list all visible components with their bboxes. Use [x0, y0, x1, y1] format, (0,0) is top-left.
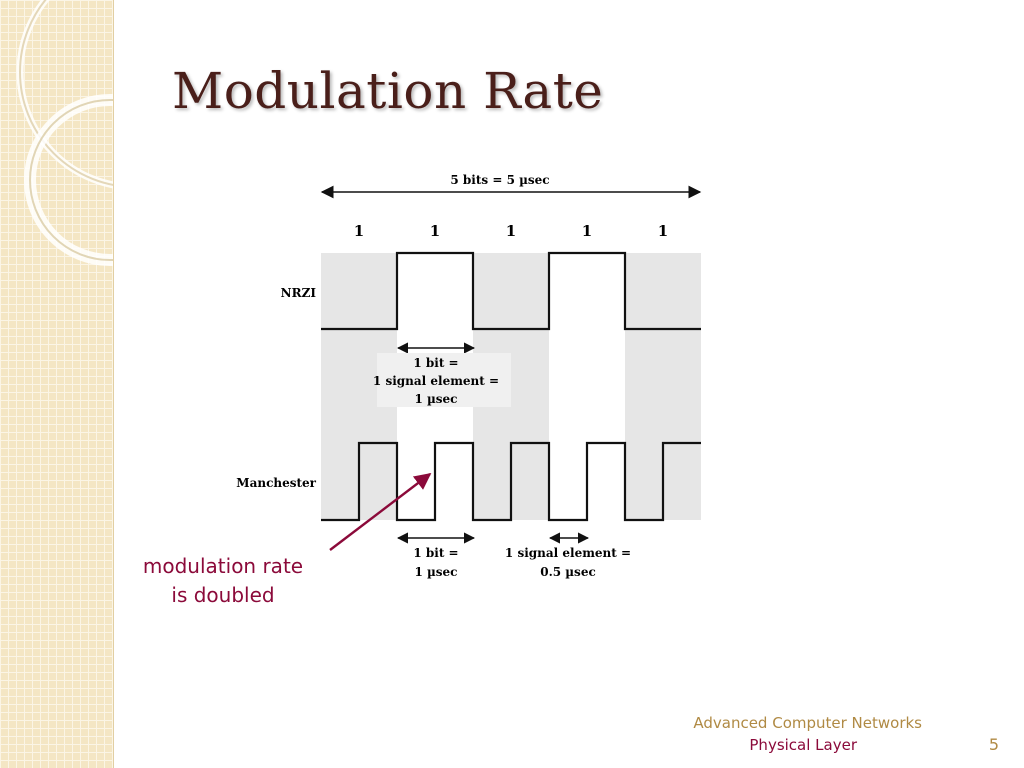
bit-label: 1: [658, 222, 668, 240]
page-number: 5: [988, 735, 999, 754]
nrzi-label: NRZI: [281, 286, 317, 300]
footer-course: Advanced Computer Networks: [693, 714, 922, 732]
callout-line-2: is doubled: [171, 583, 275, 607]
nrzi-note-line-3: 1 µsec: [414, 392, 457, 406]
manchester-bit-note-line-2: 1 µsec: [414, 565, 457, 579]
callout-line-1: modulation rate: [142, 554, 304, 578]
nrzi-note-background: [377, 353, 511, 407]
modulation-callout: modulation rate is doubled: [120, 552, 326, 610]
nrzi-waveform: [321, 251, 701, 331]
footer-topic: Physical Layer: [749, 736, 857, 754]
manchester-element-note-line-1: 1 signal element =: [505, 546, 631, 560]
manchester-bit-note-line-1: 1 bit =: [413, 546, 458, 560]
span-label: 5 bits = 5 µsec: [450, 173, 549, 187]
manchester-label: Manchester: [236, 476, 316, 490]
bit-label: 1: [430, 222, 440, 240]
slide-title: Modulation Rate: [172, 62, 604, 120]
decorative-sidebar: [0, 0, 114, 768]
nrzi-note-line-2: 1 signal element =: [373, 374, 499, 388]
bit-label: 1: [582, 222, 592, 240]
callout-pointer-arrow: [329, 472, 432, 551]
bit-label: 1: [354, 222, 364, 240]
manchester-waveform: [321, 441, 701, 522]
bit-label: 1: [506, 222, 516, 240]
decorative-rings: [16, 0, 113, 266]
nrzi-note-line-1: 1 bit =: [413, 356, 458, 370]
manchester-element-note-line-2: 0.5 µsec: [540, 565, 596, 579]
bit-labels: 1 1 1 1 1: [354, 222, 668, 240]
